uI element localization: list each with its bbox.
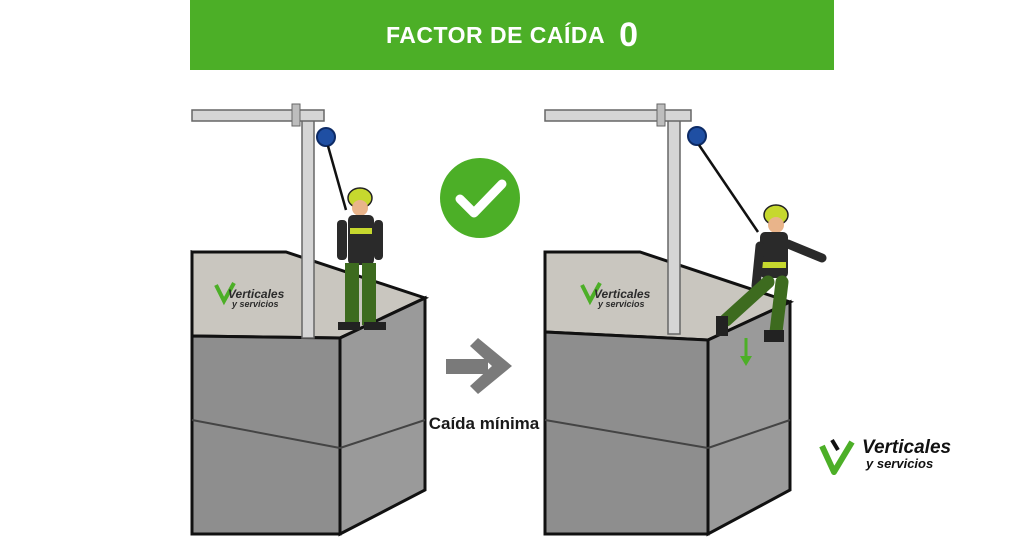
left-watermark-mark: [214, 282, 236, 306]
brand-line2: y servicios: [866, 456, 934, 471]
left-worker: [337, 187, 386, 330]
right-retractable-device: [687, 126, 707, 146]
fall-arrow-down-icon: [740, 338, 752, 366]
left-watermark-line1: Verticales: [228, 287, 285, 301]
left-building-side: [338, 295, 427, 537]
left-beam: [191, 109, 325, 122]
right-watermark-line1: Verticales: [594, 287, 651, 301]
left-post: [301, 117, 315, 339]
brand-line1: Verticales: [862, 437, 952, 458]
right-scene: [543, 103, 827, 537]
fall-factor-value: 0: [619, 15, 639, 54]
brand-logo-mark: [819, 438, 855, 475]
check-circle-icon: [440, 158, 520, 238]
left-watermark-line2: y servicios: [232, 299, 279, 309]
right-beam: [544, 109, 692, 122]
right-post: [667, 117, 681, 335]
right-building-side: [706, 299, 792, 537]
arrow-right-icon: [446, 338, 512, 394]
right-watermark-text: Verticales y servicios: [594, 288, 650, 309]
left-scene: [190, 103, 430, 537]
fall-caption: Caída mínima: [428, 414, 540, 433]
title-banner: FACTOR DE CAÍDA 0: [190, 0, 834, 70]
brand-words: Verticales y servicios: [862, 438, 951, 470]
right-watermark-mark: [580, 282, 602, 306]
banner-title: FACTOR DE CAÍDA: [385, 21, 606, 48]
right-watermark-line2: y servicios: [598, 299, 645, 309]
right-worker: [716, 204, 827, 342]
brand-logo: Verticales y servicios: [818, 436, 993, 482]
left-watermark-text: Verticales y servicios: [228, 288, 284, 309]
left-retractable-device: [316, 127, 336, 147]
